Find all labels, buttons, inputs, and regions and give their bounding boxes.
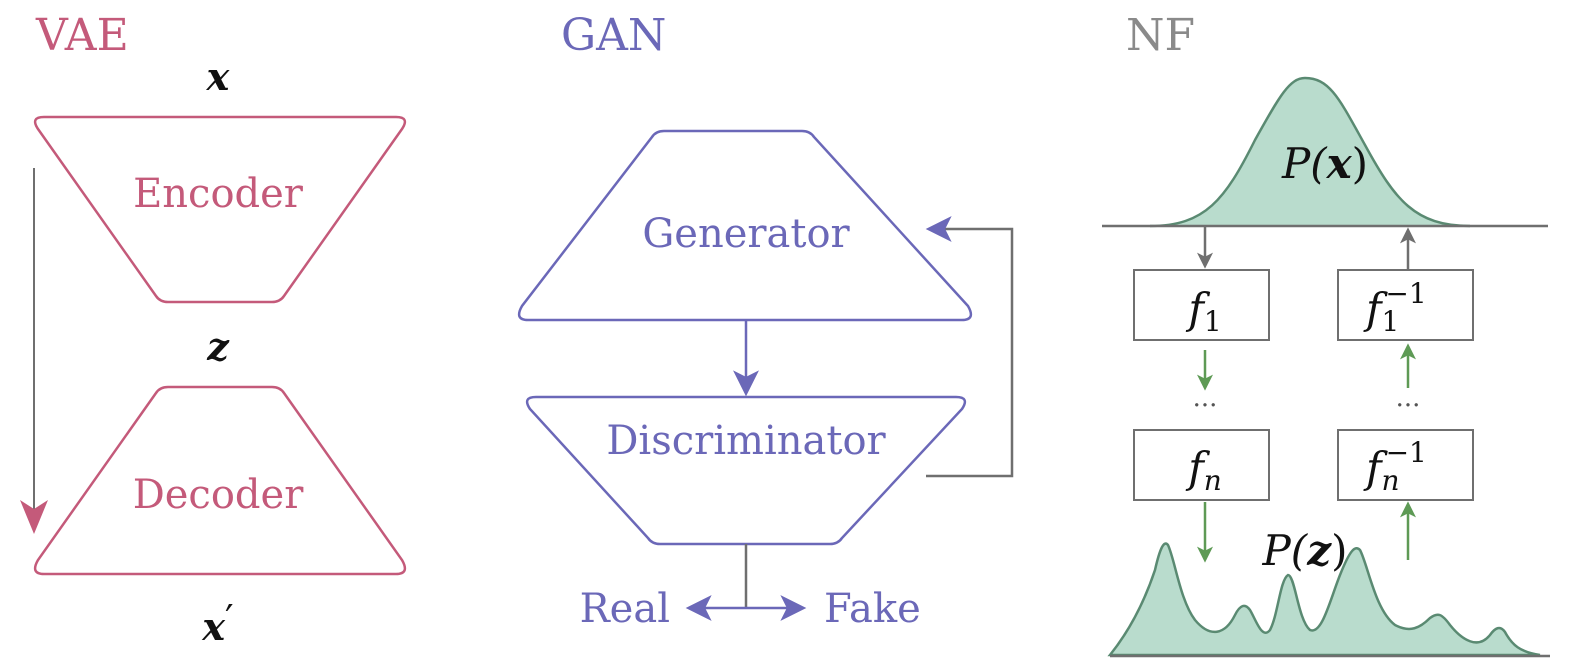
fake-label: Fake [824,586,921,632]
fn-box [1133,429,1270,501]
ellipsis-left: ··· [1193,391,1218,421]
vae-latent-label: z [206,324,230,369]
gan-title: GAN [561,10,666,61]
decoder-shape [33,385,407,576]
f1-label: f1 [1185,284,1221,338]
fn-label: fn [1185,443,1222,497]
vae-section: VAE x Encoder z Decoder x′ [20,10,407,649]
f1-box [1133,269,1270,341]
encoder-shape [33,115,407,304]
vae-input-label: x [206,54,231,99]
vae-output-label: x′ [201,597,233,649]
feedback-loop-arrow [925,216,1014,478]
pz-label: P(z) [1262,526,1348,575]
generator-shape [517,129,973,322]
vae-title: VAE [35,10,129,61]
f1-inverse-label: f1−1 [1363,277,1427,338]
decoder-label: Decoder [133,472,305,518]
nf-title: NF [1126,10,1195,61]
real-label: Real [580,586,670,632]
px-label: P(x) [1281,139,1368,188]
vae-flow-arrowhead [20,500,48,534]
fn-inverse-label: fn−1 [1363,436,1427,497]
discriminator-label: Discriminator [606,418,886,464]
pz-density-fill [1107,542,1541,657]
gan-section: GAN Generator Discriminator Real Fake [517,10,1014,632]
discriminator-shape [525,395,967,546]
encoder-label: Encoder [133,171,304,217]
f1-inverse-box [1337,269,1474,341]
px-density-fill [1102,78,1548,226]
ellipsis-right: ··· [1396,391,1421,421]
nf-section: NF P(x) f1 f1−1 ··· ··· fn fn−1 P(z) [1102,10,1550,658]
px-density-curve [1149,76,1471,228]
generator-label: Generator [642,211,850,257]
fn-inverse-box [1337,429,1474,501]
